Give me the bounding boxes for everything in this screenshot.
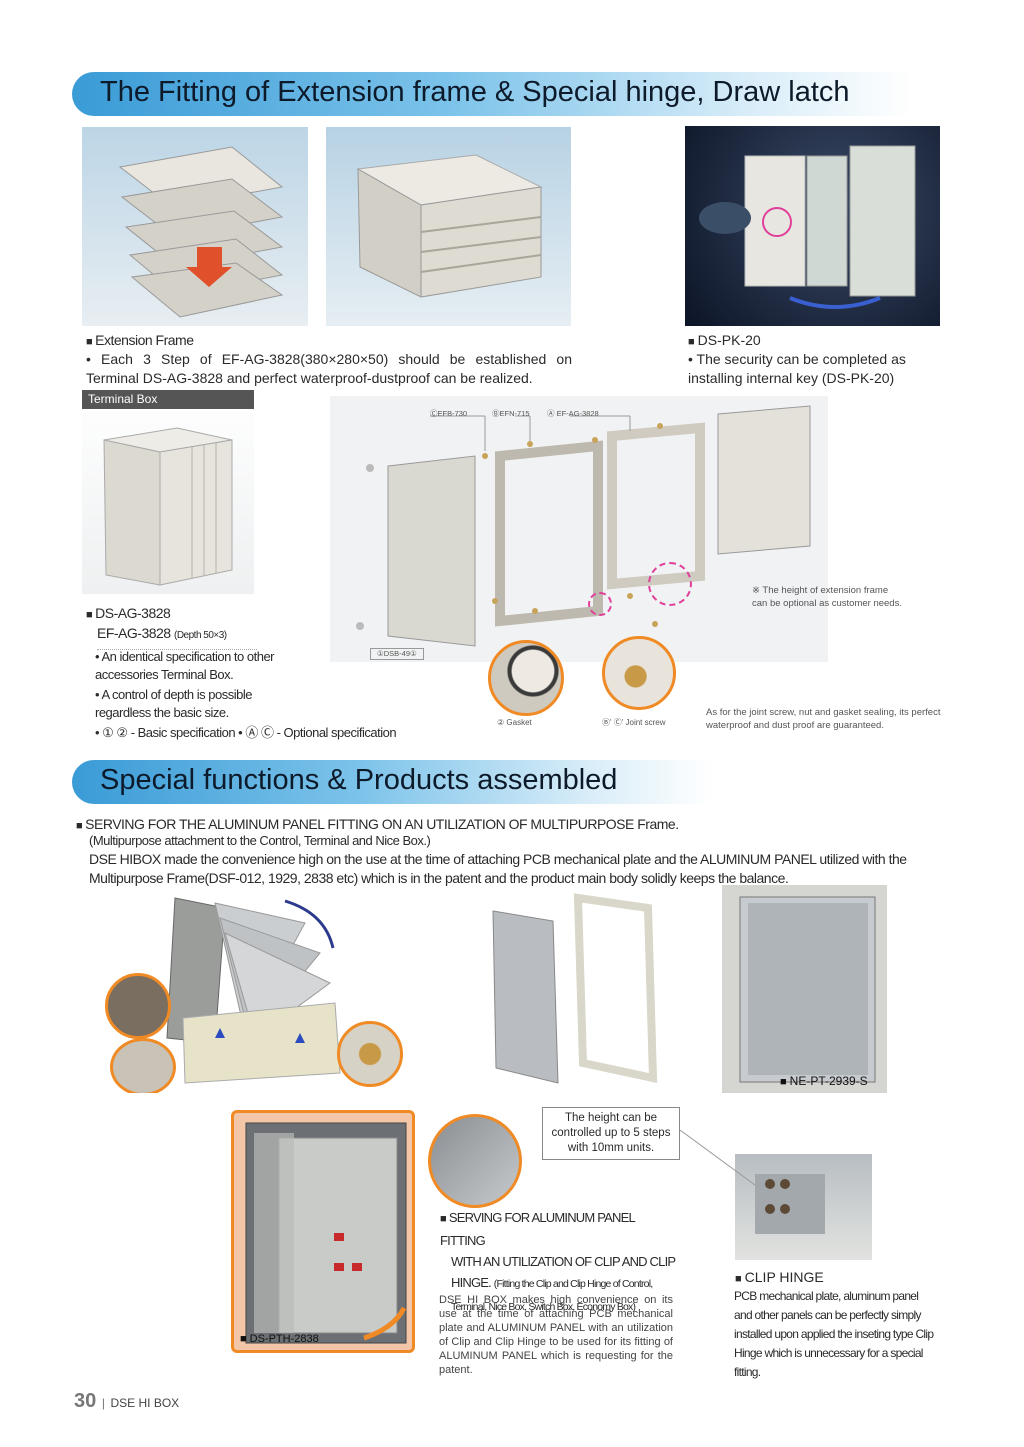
serving-body: DSE HIBOX made the convenience high on t…: [89, 851, 907, 886]
gasket-label: ② Gasket: [497, 718, 532, 727]
section-banner-special: Special functions & Products assembled: [72, 760, 712, 804]
gasket-marker: [588, 592, 612, 616]
extension-height-note: ※ The height of extension frame can be o…: [752, 585, 902, 609]
extension-frame-heading: ■Extension Frame: [86, 332, 194, 348]
terminal-box-photo: Terminal Box: [82, 390, 254, 594]
footer: 30 | DSE HI BOX: [74, 1390, 180, 1412]
label-efb-730: ⒸEFB-730: [430, 409, 468, 418]
gasket-closeup: [488, 640, 564, 716]
clip-fitting-body: DSE HI BOX makes high convenience on its…: [439, 1294, 673, 1376]
extension-frame-stack-photo: [82, 127, 308, 326]
ds-ag-bullet-2: • A control of depth is possible regardl…: [95, 687, 252, 720]
clip-hinge-photo: [735, 1154, 872, 1260]
page-number: 30: [74, 1390, 97, 1412]
ds-pk-20-photo: [685, 126, 940, 326]
screw-closeup: [337, 1021, 403, 1087]
joint-screw-closeup: [602, 636, 676, 710]
label-dsb-49: ①DSB-49①: [370, 648, 424, 660]
joint-screw-label: Ⓑ' Ⓒ' Joint screw: [602, 718, 666, 727]
joint-screw-marker: [648, 562, 692, 606]
terminal-box-label: Terminal Box: [82, 390, 254, 409]
ne-pt-2939-s-label: ■NE-PT-2939-S: [780, 1074, 868, 1088]
serving-sub: (Multipurpose attachment to the Control,…: [89, 833, 431, 848]
ef-ag-3828-sub: EF-AG-3828 (Depth 50×3): [97, 624, 257, 650]
footer-brand: DSE HI BOX: [110, 1396, 180, 1410]
exploded-view-diagram: [330, 396, 828, 662]
ds-pk-20-text: • The security can be completed as insta…: [688, 351, 906, 386]
extension-frame-text: • Each 3 Step of EF-AG-3828(380×280×50) …: [86, 351, 572, 386]
assembled-box-photo: [326, 127, 571, 326]
ds-pth-2838-label: ■DS-PTH-2838: [240, 1333, 319, 1345]
section-title: The Fitting of Extension frame & Special…: [100, 76, 850, 108]
multipurpose-frame-photo: [105, 893, 405, 1093]
ds-ag-3828-heading: ■DS-AG-3828: [86, 605, 171, 621]
section-banner-fitting: The Fitting of Extension frame & Special…: [72, 72, 912, 116]
hinge-closeup: [105, 973, 171, 1039]
clip-hinge-heading: ■CLIP HINGE: [735, 1269, 824, 1285]
ds-ag-bullet-3: • ① ② - Basic specification • Ⓐ Ⓒ - Opti…: [95, 725, 397, 740]
height-callout: The height can be controlled up to 5 ste…: [542, 1107, 680, 1160]
ne-pt-2939-s-photo: ■NE-PT-2939-S: [722, 885, 887, 1093]
ds-ag-bullet-1: • An identical specification to other ac…: [95, 649, 275, 682]
serving-heading: ■SERVING FOR THE ALUMINUM PANEL FITTING …: [76, 816, 679, 832]
clip-hinge-body: PCB mechanical plate, aluminum panel and…: [734, 1289, 934, 1379]
ds-pk-20-heading: ■DS-PK-20: [688, 332, 761, 348]
ds-pth-2838-photo: ■DS-PTH-2838: [231, 1110, 415, 1353]
callout-leader-line: [680, 1130, 756, 1186]
clip-closeup: [110, 1038, 176, 1093]
label-efn-715: ⒷEFN-715: [492, 409, 530, 418]
label-ef-ag-3828: Ⓐ EF-AG-3828: [547, 409, 599, 418]
panel-and-frame-photo: [478, 893, 668, 1093]
clip-fitting-heading: ■SERVING FOR ALUMINUM PANEL FITTING WITH…: [440, 1210, 676, 1313]
step-closeup: [428, 1114, 522, 1208]
section-title: Special functions & Products assembled: [100, 764, 618, 796]
guarantee-text: As for the joint screw, nut and gasket s…: [706, 707, 941, 731]
